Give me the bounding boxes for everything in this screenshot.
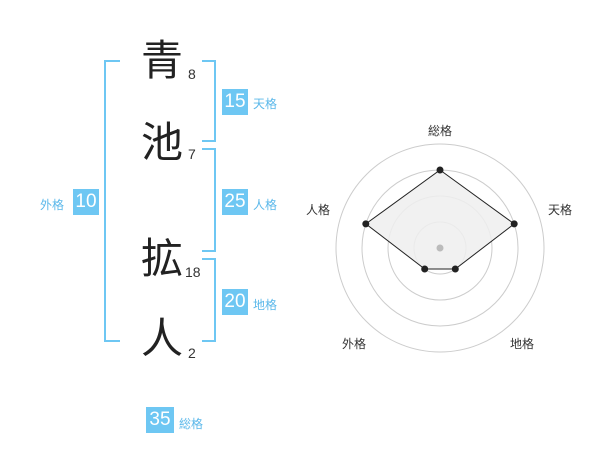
soukaku-value: 35 <box>146 407 174 433</box>
gaikaku-bracket <box>104 60 120 342</box>
radar-point-4 <box>362 220 370 228</box>
stroke-count-4: 2 <box>188 345 196 361</box>
name-char-3: 拡 <box>141 234 184 283</box>
radar-point-0 <box>436 166 444 174</box>
gaikaku-value: 10 <box>73 189 99 215</box>
radar-axis-label-tenkaku: 天格 <box>548 203 573 217</box>
radar-point-3 <box>421 265 429 273</box>
name-char-4: 人 <box>141 314 184 363</box>
tenkaku-value: 15 <box>222 89 248 115</box>
name-char-1: 青 <box>141 36 184 85</box>
jinkaku-value: 25 <box>222 189 248 215</box>
radar-axis-label-soukaku: 総格 <box>428 124 453 138</box>
stroke-count-3: 18 <box>185 264 201 280</box>
radar-axis-label-jinkaku: 人格 <box>306 203 331 217</box>
jinkaku-label: 人格 <box>253 198 278 212</box>
radar-ring-4 <box>335 143 545 353</box>
radar-axis-label-chikaku: 地格 <box>510 337 535 351</box>
chikaku-bracket <box>202 258 216 342</box>
radar-point-2 <box>451 265 459 273</box>
tenkaku-label: 天格 <box>253 97 278 111</box>
soukaku-label: 総格 <box>179 417 204 431</box>
radar-point-1 <box>510 220 518 228</box>
stroke-count-1: 8 <box>188 66 196 82</box>
chikaku-label: 地格 <box>253 298 278 312</box>
stroke-count-2: 7 <box>188 146 196 162</box>
gaikaku-label: 外格 <box>40 198 65 212</box>
name-char-2: 池 <box>141 118 184 167</box>
chikaku-value: 20 <box>222 289 248 315</box>
tenkaku-bracket <box>202 60 216 142</box>
jinkaku-bracket <box>202 148 216 252</box>
radar-polygon <box>364 169 516 270</box>
radar-axis-label-gaikaku: 外格 <box>342 337 367 351</box>
radar-center-point <box>436 244 444 252</box>
